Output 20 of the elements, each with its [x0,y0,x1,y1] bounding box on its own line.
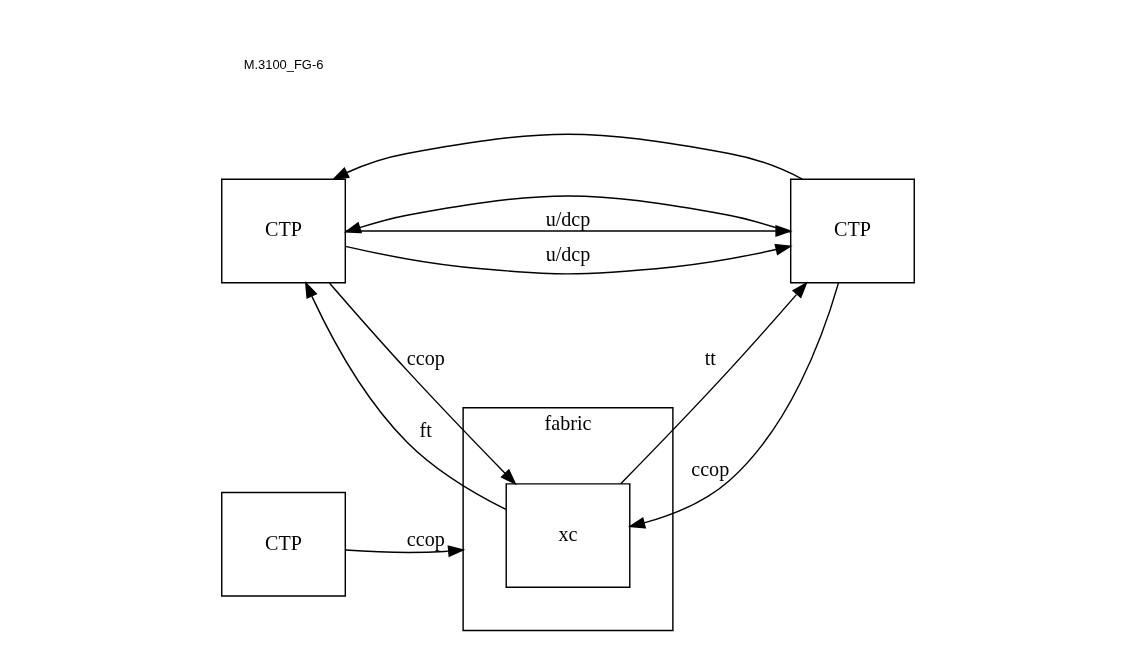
node-box: CTP [789,178,915,284]
edge-label: ft [419,418,432,441]
arrow [304,280,507,511]
arrow [328,282,517,486]
edge-label: ccop [691,457,730,480]
arrow [343,195,791,234]
edge-label: tt [704,346,716,369]
edge-label: u/dcp [545,207,591,230]
edge-label: u/dcp [545,243,591,266]
arrow [331,133,803,181]
arrow [627,282,840,529]
node-box: CTP [221,491,347,597]
node-box: xc [505,483,631,589]
arrow [344,243,793,275]
edge-label: ccop [406,346,445,369]
edge-label: ccop [406,527,445,550]
node-box: CTP [221,178,347,284]
arrow [620,281,808,485]
arrow [344,545,466,558]
label: M.3100_FG-6 [243,56,324,72]
